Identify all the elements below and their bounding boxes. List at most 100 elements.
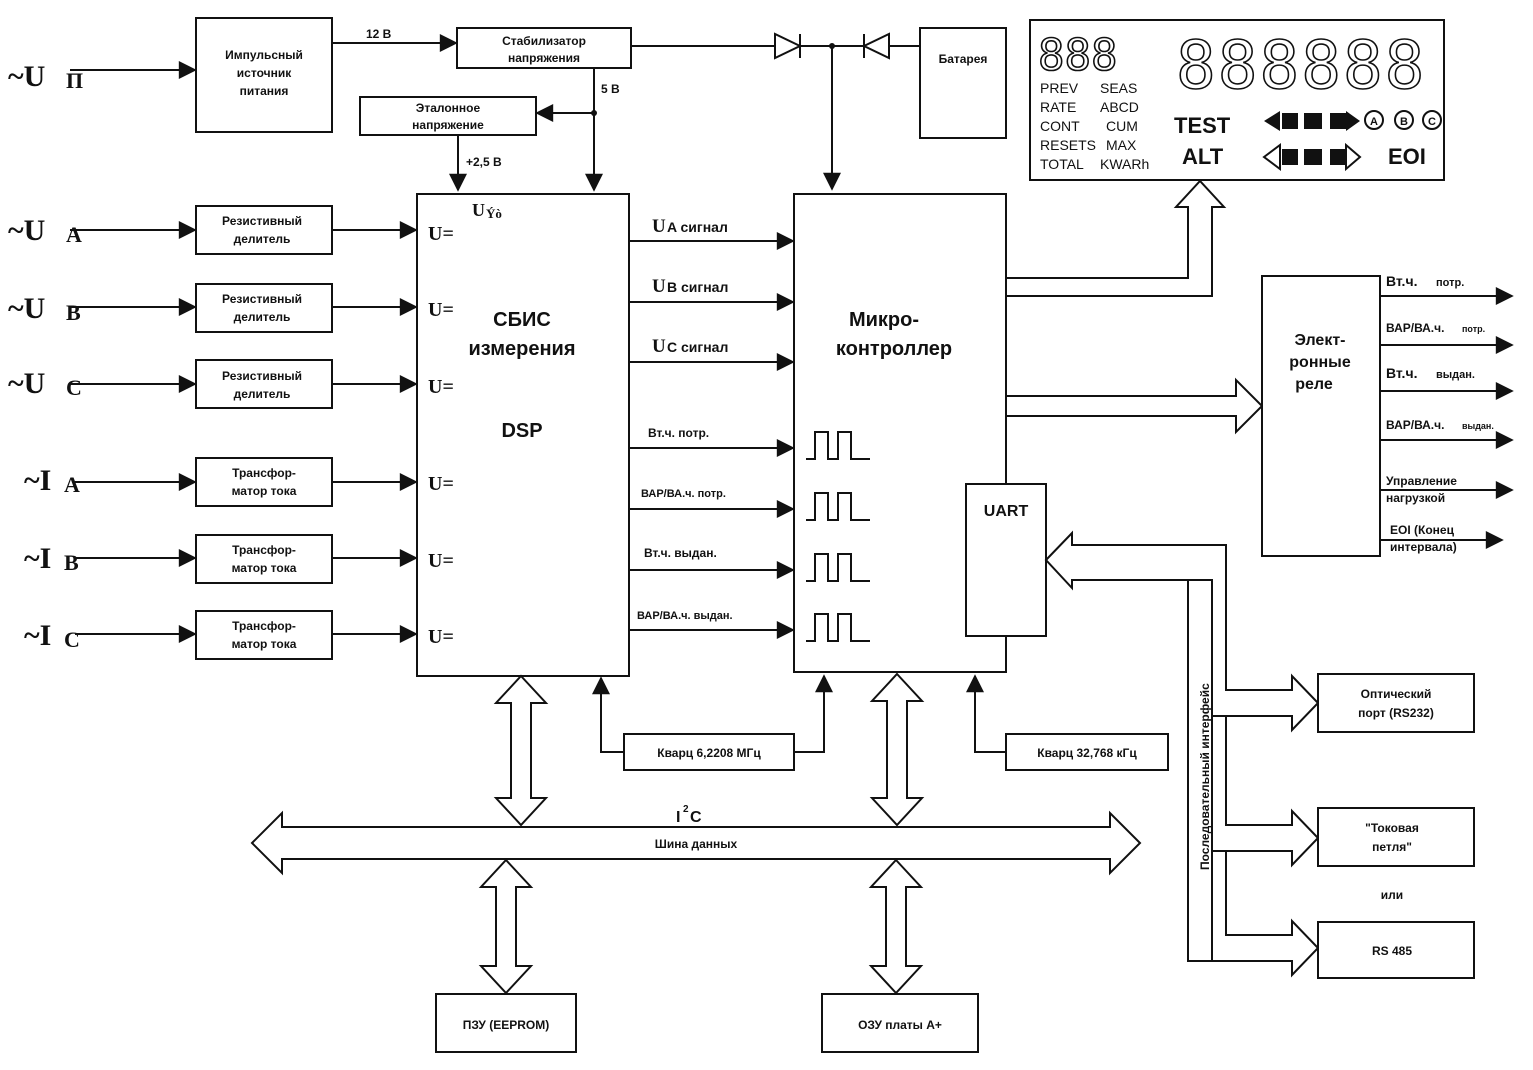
input-ua-subscript: A — [66, 222, 82, 247]
diode-1 — [774, 32, 803, 60]
input-up-symbol: ~U — [8, 60, 45, 93]
signal-ub-label: B сигнал — [667, 279, 728, 295]
relay-out-6-line2: интервала) — [1390, 540, 1457, 554]
input-ib-subscript: B — [64, 550, 79, 575]
input-ua-symbol: ~U — [8, 214, 45, 247]
mcu-title-line1: Микро- — [849, 309, 919, 331]
or-label: или — [1381, 888, 1403, 902]
psu-label-line2: источник — [237, 66, 292, 80]
dsp-uref-sub: Ýò — [486, 206, 502, 221]
signal-ua-main: U — [652, 216, 666, 237]
relay-title-line3: реле — [1295, 376, 1333, 393]
reference-voltage-block: Эталонное напряжение — [359, 96, 537, 136]
power-supply-block: Импульсный источник питания — [195, 17, 333, 133]
lcd-max: MAX — [1106, 137, 1137, 153]
input-ub: ~U B — [8, 292, 81, 325]
lcd-phase-icons: A B C — [1364, 110, 1442, 130]
lcd-rate: RATE — [1040, 99, 1076, 115]
lcd-seas: SEAS — [1100, 80, 1137, 96]
bus-arrow-ram — [868, 858, 924, 995]
label-12v: 12 В — [366, 27, 392, 41]
relay-out-2-main: ВАР/ВА.ч. — [1386, 321, 1444, 335]
transformer-b-line1: Трансфор- — [232, 543, 296, 557]
dsp-to-mcu-signals — [629, 232, 795, 639]
lcd-eoi: EOI — [1388, 144, 1426, 169]
pulse-icon — [806, 492, 870, 521]
quartz-2-label: Кварц 32,768 кГц — [1037, 746, 1137, 760]
lcd-phase-c: C — [1428, 116, 1436, 128]
lcd-cum: CUM — [1106, 118, 1138, 134]
relay-title-line2: ронные — [1289, 354, 1351, 371]
divider-b-line1: Резистивный — [222, 292, 302, 306]
optical-port-block: Оптический порт (RS232) — [1317, 673, 1475, 733]
dsp-input-ia: U= — [428, 473, 454, 495]
optical-label-line1: Оптический — [1361, 687, 1432, 701]
label-2-5v: +2,5 В — [466, 155, 502, 169]
lcd-resets: RESETS — [1040, 137, 1096, 153]
transformer-a-line2: матор тока — [232, 484, 297, 498]
transformer-c-line2: матор тока — [232, 637, 297, 651]
input-ub-subscript: B — [66, 300, 81, 325]
current-loop-block: "Токовая петля" — [1317, 807, 1475, 867]
input-ub-symbol: ~U — [8, 292, 45, 325]
signal-p3-label: Вт.ч. выдан. — [644, 546, 717, 560]
psu-label-line3: питания — [240, 84, 289, 98]
ram-label: ОЗУ платы А+ — [858, 1018, 942, 1032]
dsp-input-uc: U= — [428, 376, 454, 398]
lcd-test: TEST — [1174, 113, 1231, 138]
mcu-title-line2: контроллер — [836, 338, 952, 360]
diode-2 — [861, 32, 890, 60]
line-5v — [535, 68, 603, 192]
input-ib-symbol: ~I — [24, 542, 51, 575]
data-bus: I 2 C Шина данных — [250, 804, 1142, 876]
lcd-direction-indicator-bottom — [1262, 142, 1362, 172]
quartz-1-label: Кварц 6,2208 МГц — [657, 746, 761, 760]
input-up-subscript: П — [66, 68, 83, 93]
lcd-small-digits: 888 — [1038, 30, 1117, 81]
transformer-b-line2: матор тока — [232, 561, 297, 575]
dsp-title-line2: измерения — [468, 338, 575, 360]
stab-label-line2: напряжения — [508, 51, 580, 65]
relay-title-line1: Элект- — [1294, 332, 1345, 349]
bus-arrow-dsp — [493, 674, 549, 827]
lcd-phase-b: B — [1400, 116, 1408, 128]
transformer-a-line1: Трансфор- — [232, 466, 296, 480]
uart-block: UART — [965, 483, 1047, 637]
lcd-cont: CONT — [1040, 118, 1080, 134]
divider-a-line1: Резистивный — [222, 214, 302, 228]
bus-label: Шина данных — [655, 837, 738, 851]
divider-b: Резистивный делитель — [195, 283, 333, 333]
input-ia: ~I A — [24, 464, 80, 497]
divider-to-dsp-lines — [332, 221, 418, 643]
mcu-to-relay-arrow — [1005, 377, 1264, 435]
dsp-input-ic: U= — [428, 626, 454, 648]
serial-interface-label: Последовательный интерфейс — [1198, 683, 1212, 870]
lcd-kwarh: KWARh — [1100, 156, 1149, 172]
lcd-phase-a: A — [1370, 116, 1378, 128]
signal-p1-label: Вт.ч. потр. — [648, 426, 709, 440]
diode-line — [631, 32, 920, 191]
input-ib: ~I B — [24, 542, 79, 575]
relay-out-5-line1: Управление — [1386, 474, 1457, 488]
bus-arrow-mcu — [869, 672, 925, 827]
input-lines — [70, 61, 197, 643]
pulse-icon — [806, 613, 870, 642]
input-up: ~U П — [8, 60, 83, 93]
bus-i2c-end: C — [690, 809, 702, 826]
dsp-label: DSP — [501, 420, 542, 442]
dsp-block: U Ýò СБИС измерения DSP U= U= U= U= U= U… — [416, 193, 630, 677]
battery-block: Батарея — [919, 27, 1007, 139]
lcd-alt: ALT — [1182, 144, 1224, 169]
lcd-direction-indicator-top — [1264, 111, 1360, 131]
relay-out-3-small: выдан. — [1436, 369, 1475, 381]
lcd-abcd: ABCD — [1100, 99, 1139, 115]
optical-label-line2: порт (RS232) — [1358, 706, 1434, 720]
transformer-b: Трансфор- матор тока — [195, 534, 333, 584]
input-ic-subscript: C — [64, 627, 80, 652]
relay-block: Элект- ронные реле — [1261, 275, 1381, 557]
lcd-display: 888 888888 PREV RATE CONT RESETS TOTAL S… — [1029, 19, 1445, 181]
input-uc-symbol: ~U — [8, 367, 45, 400]
dsp-input-ub: U= — [428, 299, 454, 321]
rs485-label: RS 485 — [1372, 944, 1412, 958]
